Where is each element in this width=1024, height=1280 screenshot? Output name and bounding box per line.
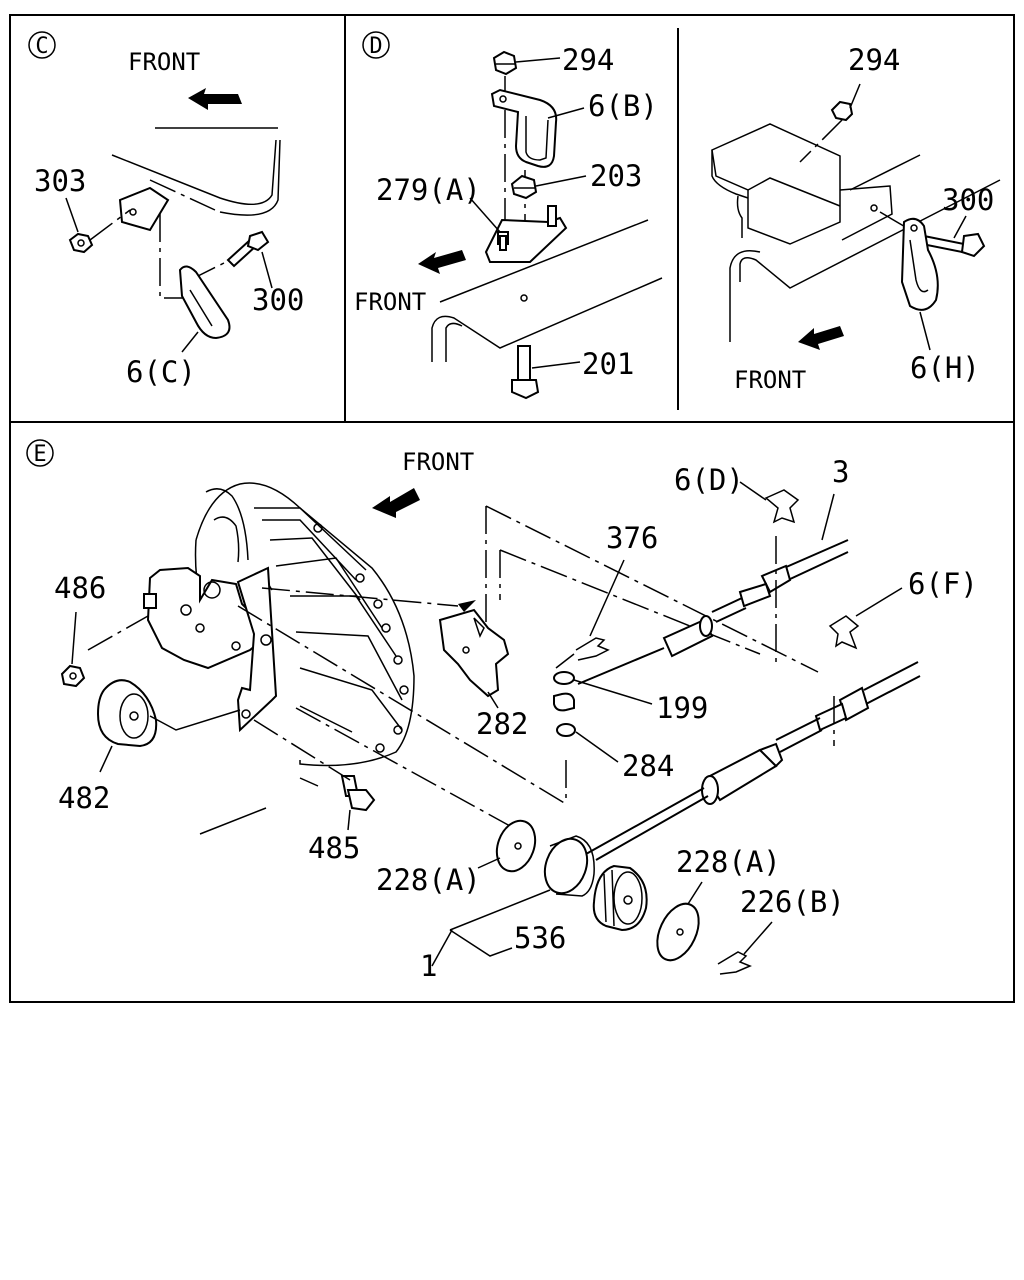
panel-h: FRONT 294 300 6(H)	[711, 43, 1001, 394]
panel-h-front-label: FRONT	[734, 366, 806, 394]
panel-c-letter: C	[35, 34, 48, 59]
grommet-228a-1	[495, 819, 537, 873]
label-6c: 6(C)	[126, 355, 196, 389]
diagram-frame	[9, 14, 1015, 1003]
washer-199	[553, 671, 575, 712]
bracket-282	[438, 608, 510, 698]
circled-letter-icon: D	[362, 31, 390, 59]
label-199: 199	[656, 691, 708, 725]
clip-6d	[764, 489, 800, 524]
label-6h: 6(H)	[910, 351, 980, 385]
nut-203	[510, 174, 538, 200]
clip-6c	[178, 265, 231, 340]
grommet-228a-2	[656, 902, 700, 962]
label-376: 376	[606, 521, 658, 555]
label-1: 1	[420, 949, 437, 983]
bolt-300-right	[920, 232, 986, 258]
bolt-485	[340, 775, 376, 812]
front-arrow-icon	[372, 488, 420, 518]
box-bracket	[711, 123, 893, 245]
label-6d: 6(D)	[674, 463, 744, 497]
washer-284	[556, 723, 576, 737]
label-282: 282	[476, 707, 528, 741]
label-6b: 6(B)	[588, 89, 658, 123]
panel-d-letter: D	[369, 34, 382, 59]
front-arrow-icon	[798, 326, 844, 350]
damper-482	[96, 679, 158, 748]
panel-e-front-label: FRONT	[402, 448, 474, 476]
nut-294-right	[830, 100, 854, 122]
bolt-300	[226, 230, 270, 268]
panel-c-front-label: FRONT	[128, 48, 200, 76]
sleeve-536	[543, 835, 595, 897]
label-536: 536	[514, 921, 566, 955]
label-203: 203	[590, 159, 642, 193]
clip-226b	[717, 951, 752, 975]
label-3: 3	[832, 455, 849, 489]
label-279a: 279(A)	[376, 173, 481, 207]
panel-e-letter: E	[33, 442, 46, 467]
mounting-bracket	[236, 566, 278, 733]
circled-letter-icon: C	[28, 31, 56, 59]
label-486: 486	[54, 571, 106, 605]
circled-letter-icon: E	[26, 439, 54, 467]
front-arrow-icon	[188, 88, 242, 110]
label-485: 485	[308, 831, 360, 865]
panel-e: E FRONT	[26, 439, 978, 983]
front-arrow-icon	[418, 250, 466, 274]
label-6f: 6(F)	[908, 567, 978, 601]
panel-d-front-label: FRONT	[354, 288, 426, 316]
cable-lower	[585, 661, 921, 861]
nut-294	[492, 50, 518, 76]
nut-486	[60, 664, 86, 688]
clamp-6b	[490, 88, 558, 168]
label-294: 294	[562, 43, 614, 77]
label-294-right: 294	[848, 43, 900, 77]
bolt-201	[511, 345, 540, 400]
cable-upper	[577, 539, 849, 685]
clip-6f	[828, 615, 860, 650]
clamp-6h	[900, 217, 939, 311]
label-300: 300	[252, 283, 304, 317]
label-201: 201	[582, 347, 634, 381]
nut-303	[68, 232, 94, 254]
clip-376	[555, 637, 610, 669]
label-228a-right: 228(A)	[676, 845, 781, 879]
label-482: 482	[58, 781, 110, 815]
bushing-536	[592, 864, 648, 932]
panel-d: D FRONT	[354, 31, 663, 400]
bracket-279a	[484, 205, 568, 263]
label-228a-left: 228(A)	[376, 863, 481, 897]
label-226b: 226(B)	[740, 885, 845, 919]
label-303: 303	[34, 164, 86, 198]
label-300-right: 300	[942, 183, 994, 217]
panel-c: C FRONT 303 300 6(C)	[28, 31, 304, 389]
label-284: 284	[622, 749, 674, 783]
